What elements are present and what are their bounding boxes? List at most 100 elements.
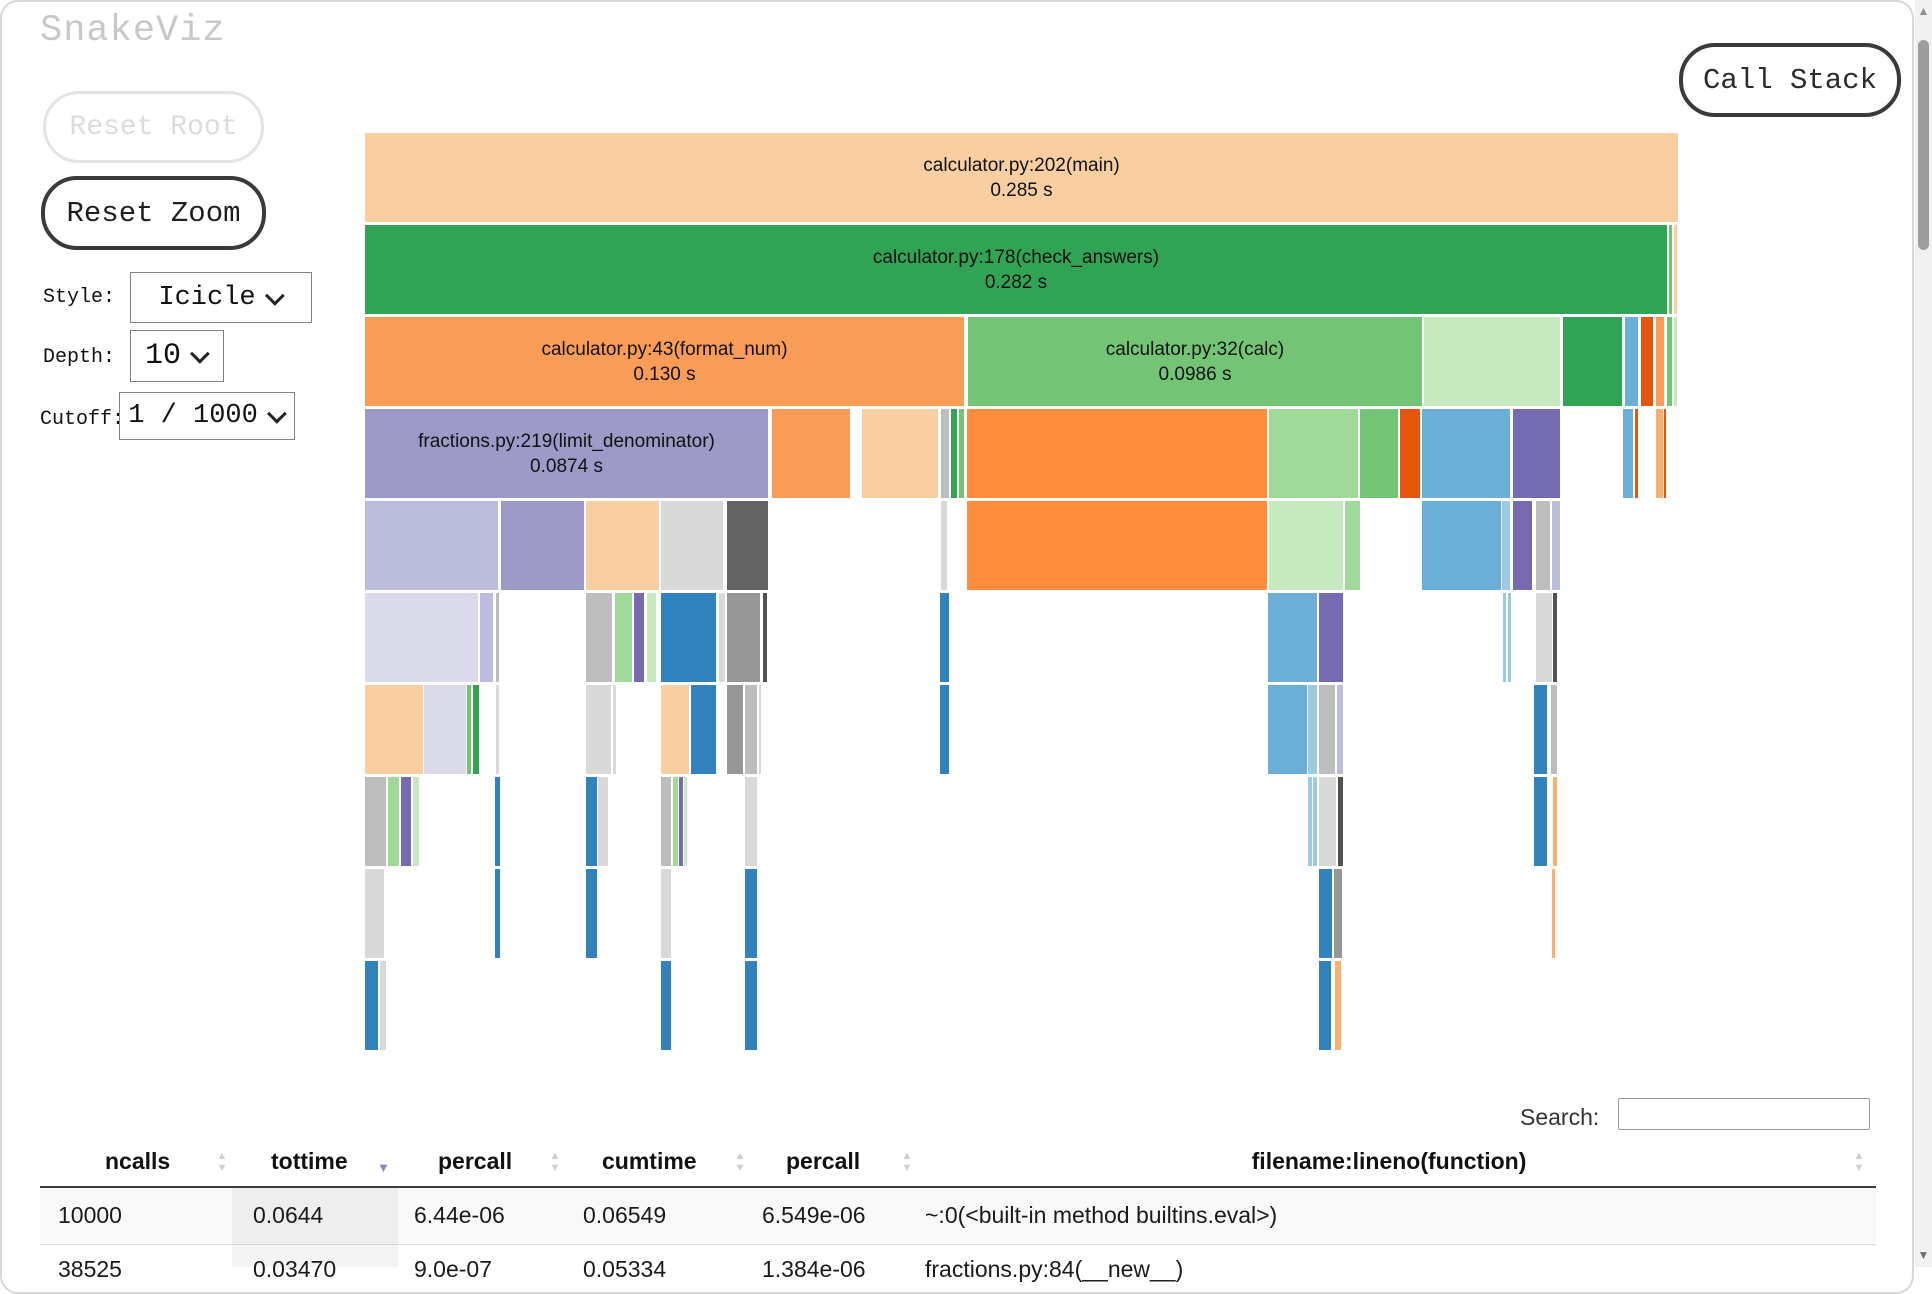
icicle-block[interactable] [727, 501, 768, 590]
icicle-block[interactable] [1553, 777, 1557, 866]
icicle-block[interactable] [1552, 869, 1555, 958]
icicle-block[interactable] [1534, 777, 1547, 866]
search-input[interactable] [1618, 1098, 1870, 1130]
icicle-block[interactable] [1338, 777, 1343, 866]
icicle-block[interactable] [959, 409, 964, 498]
icicle-block[interactable] [1319, 869, 1332, 958]
icicle-block[interactable]: calculator.py:32(calc)0.0986 s [968, 317, 1422, 406]
icicle-block[interactable] [1400, 409, 1420, 498]
icicle-block[interactable] [1424, 317, 1560, 406]
icicle-block[interactable] [727, 593, 760, 682]
icicle-block[interactable] [401, 777, 411, 866]
style-select[interactable]: Icicle [130, 272, 312, 323]
icicle-block[interactable] [1641, 317, 1653, 406]
icicle-block[interactable] [745, 777, 757, 866]
icicle-block[interactable] [1313, 777, 1317, 866]
icicle-block[interactable] [951, 409, 957, 498]
icicle-block[interactable] [1502, 501, 1510, 590]
icicle-block[interactable] [661, 961, 671, 1050]
icicle-block[interactable] [1319, 961, 1331, 1050]
icicle-block[interactable] [615, 593, 632, 682]
scrollbar-track[interactable] [1915, 0, 1932, 1267]
icicle-block[interactable] [1308, 777, 1312, 866]
icicle-block[interactable] [1674, 225, 1677, 314]
icicle-block[interactable] [365, 777, 386, 866]
icicle-block[interactable] [1268, 685, 1307, 774]
icicle-block[interactable] [586, 869, 597, 958]
depth-select[interactable]: 10 [130, 330, 224, 382]
icicle-block[interactable] [1422, 409, 1510, 498]
icicle-block[interactable] [719, 593, 725, 682]
icicle-block[interactable] [424, 685, 466, 774]
icicle-block[interactable] [496, 593, 499, 682]
icicle-block[interactable] [495, 777, 500, 866]
icicle-block[interactable] [940, 593, 949, 682]
icicle-block[interactable] [745, 869, 757, 958]
icicle-block[interactable]: fractions.py:219(limit_denominator)0.087… [365, 409, 768, 498]
icicle-block[interactable] [388, 777, 399, 866]
icicle-block[interactable] [940, 685, 949, 774]
icicle-block[interactable] [1513, 409, 1560, 498]
icicle-block[interactable] [1335, 961, 1341, 1050]
col-header-percall[interactable]: percall [438, 1148, 513, 1174]
icicle-block[interactable] [365, 593, 478, 682]
col-header-percall2[interactable]: percall [786, 1148, 861, 1174]
icicle-block[interactable] [1360, 409, 1398, 498]
icicle-block[interactable] [673, 777, 678, 866]
call-stack-button[interactable]: Call Stack [1679, 43, 1901, 117]
icicle-block[interactable] [661, 869, 671, 958]
icicle-block[interactable] [763, 593, 767, 682]
icicle-block[interactable] [661, 685, 689, 774]
icicle-block[interactable] [1552, 501, 1560, 590]
icicle-block[interactable] [365, 869, 384, 958]
col-header-ncalls[interactable]: ncalls [105, 1148, 171, 1174]
icicle-block[interactable] [365, 685, 423, 774]
icicle-block[interactable] [380, 961, 386, 1050]
sort-icon[interactable]: ▲▼ [901, 1150, 913, 1174]
scrollbar-up-icon[interactable]: ▲ [1917, 4, 1930, 18]
icicle-block[interactable] [1536, 593, 1552, 682]
icicle-block[interactable] [1674, 317, 1677, 406]
reset-root-button[interactable]: Reset Root [43, 91, 264, 163]
icicle-block[interactable] [1623, 409, 1633, 498]
icicle-block[interactable] [1656, 409, 1663, 498]
col-header-filename[interactable]: filename:lineno(function) [1251, 1148, 1527, 1174]
icicle-block[interactable] [634, 593, 644, 682]
icicle-block[interactable] [480, 593, 493, 682]
col-header-tottime[interactable]: tottime [271, 1148, 348, 1174]
col-header-cumtime[interactable]: cumtime [602, 1148, 697, 1174]
icicle-block[interactable] [496, 685, 499, 774]
sort-desc-icon[interactable]: ▼ [377, 1160, 390, 1175]
sort-icon[interactable]: ▲▼ [734, 1150, 746, 1174]
icicle-block[interactable] [1319, 593, 1343, 682]
icicle-block[interactable] [586, 777, 597, 866]
icicle-block[interactable] [661, 777, 671, 866]
icicle-block[interactable] [1319, 685, 1335, 774]
icicle-block[interactable] [413, 777, 419, 866]
icicle-block[interactable] [613, 685, 616, 774]
icicle-block[interactable] [941, 501, 947, 590]
icicle-block[interactable] [586, 593, 612, 682]
sort-icon[interactable]: ▲▼ [549, 1150, 561, 1174]
icicle-block[interactable] [862, 409, 938, 498]
icicle-block[interactable] [1422, 501, 1501, 590]
icicle-block[interactable] [661, 501, 723, 590]
icicle-block[interactable]: calculator.py:178(check_answers)0.282 s [365, 225, 1667, 314]
icicle-block[interactable] [1534, 685, 1547, 774]
icicle-block[interactable] [745, 685, 757, 774]
reset-zoom-button[interactable]: Reset Zoom [41, 176, 266, 250]
table-row[interactable] [40, 1188, 1876, 1245]
icicle-block[interactable] [1551, 685, 1557, 774]
icicle-block[interactable] [473, 685, 479, 774]
icicle-block[interactable] [1625, 317, 1638, 406]
icicle-block[interactable] [684, 777, 687, 866]
icicle-block[interactable] [495, 869, 500, 958]
icicle-block[interactable] [1268, 593, 1317, 682]
sort-icon[interactable]: ▲▼ [216, 1150, 228, 1174]
cutoff-select[interactable]: 1 / 1000 [119, 392, 295, 440]
icicle-block[interactable] [1669, 225, 1672, 314]
icicle-block[interactable] [647, 593, 656, 682]
icicle-block[interactable] [1334, 869, 1342, 958]
icicle-block[interactable] [1319, 777, 1336, 866]
icicle-block[interactable] [1667, 317, 1672, 406]
